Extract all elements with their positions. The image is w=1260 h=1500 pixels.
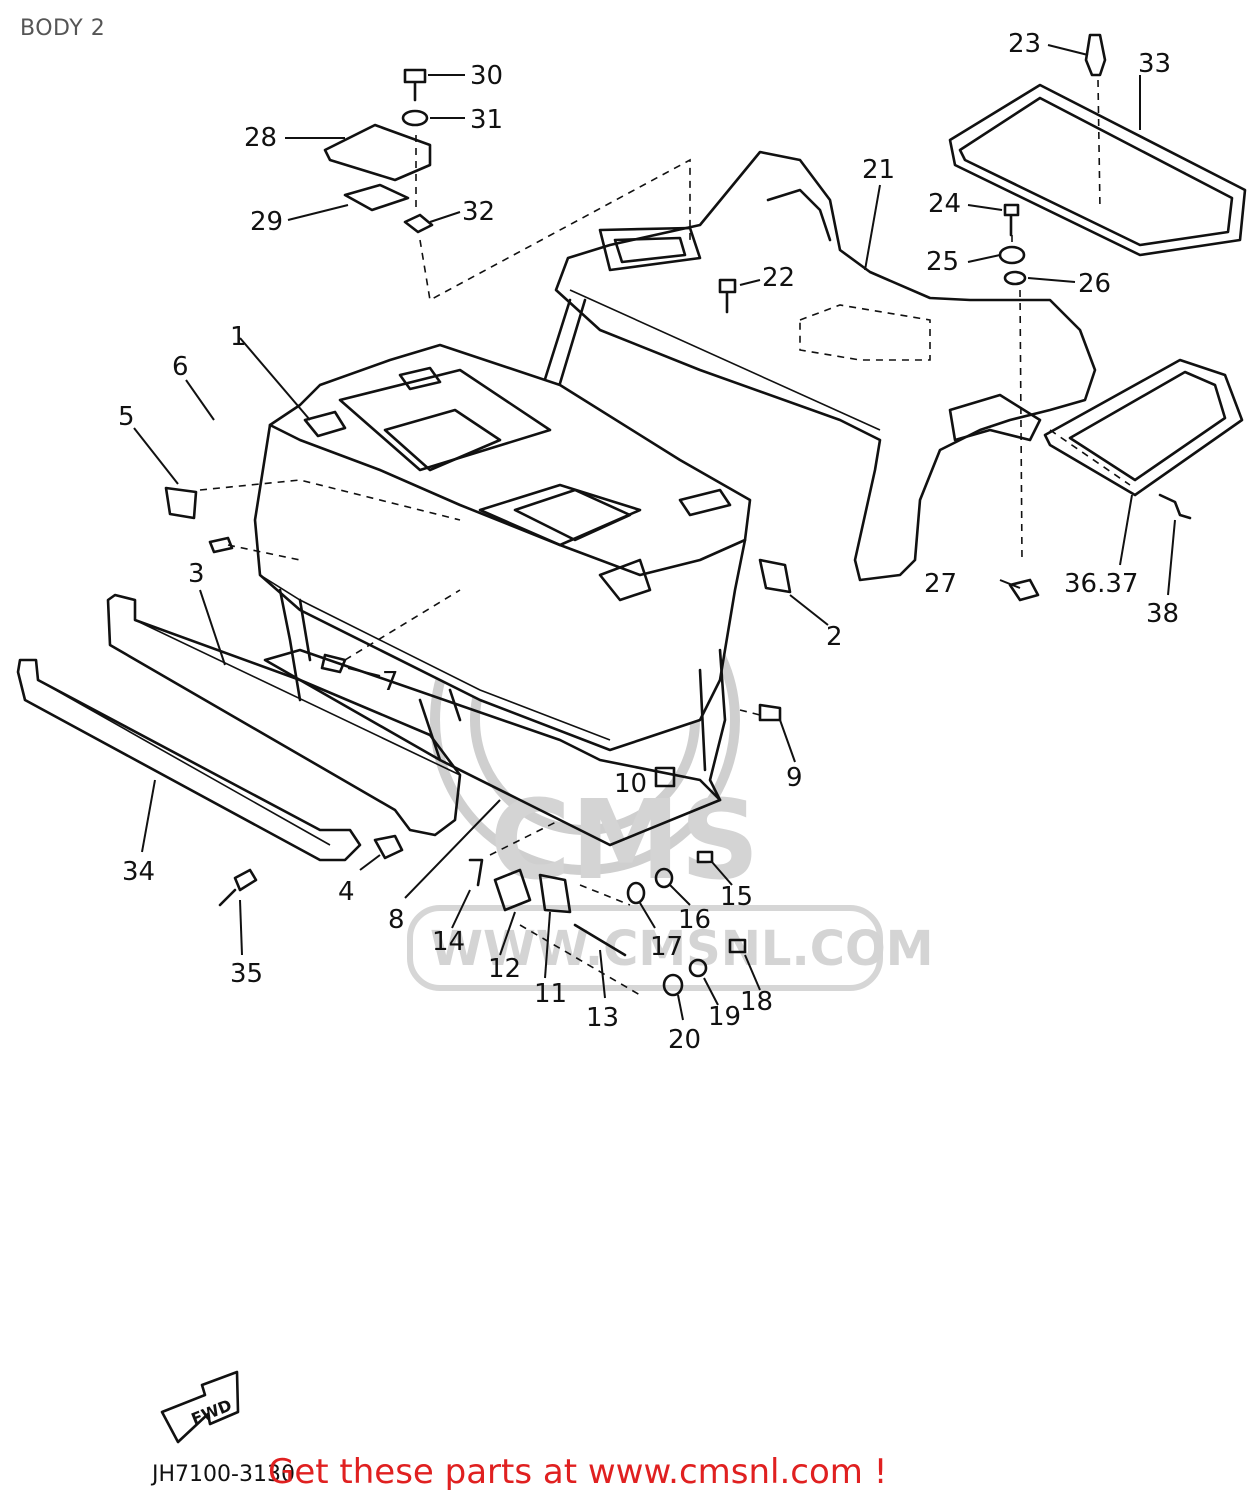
callout-12: 12 <box>488 954 521 984</box>
callout-10: 10 <box>614 769 647 799</box>
callout-26: 26 <box>1078 269 1111 299</box>
callout-21: 21 <box>862 155 895 185</box>
callout-22: 22 <box>762 263 795 293</box>
callout-11: 11 <box>534 979 567 1009</box>
page-title: BODY 2 <box>20 16 106 41</box>
rear-body-part <box>538 150 1097 582</box>
callout-7: 7 <box>382 667 399 697</box>
callout-30: 30 <box>470 61 503 91</box>
callout-32: 32 <box>462 197 495 227</box>
callout-14: 14 <box>432 927 465 957</box>
callout-4: 4 <box>338 877 355 907</box>
callout-38: 38 <box>1146 599 1179 629</box>
callout-16: 16 <box>678 905 711 935</box>
callout-35: 35 <box>230 959 263 989</box>
callout-24: 24 <box>928 189 961 219</box>
callout-23: 23 <box>1008 29 1041 59</box>
promo-link[interactable]: Get these parts at www.cmsnl.com ! <box>268 1452 888 1492</box>
callout-3: 3 <box>188 559 205 589</box>
side-panel-part <box>1043 358 1244 497</box>
hardware-parts <box>164 33 1192 997</box>
callout-13: 13 <box>586 1003 619 1033</box>
forward-direction-arrow: FWD <box>160 1370 240 1444</box>
callout-2: 2 <box>826 622 843 652</box>
callout-5: 5 <box>118 402 135 432</box>
callout-labels: 1 2 3 4 5 6 7 8 9 10 11 12 13 14 15 16 1… <box>118 29 1179 1055</box>
callout-28: 28 <box>244 123 277 153</box>
watermark-text: WWW.CMSNL.COM <box>430 921 934 977</box>
callout-20: 20 <box>668 1025 701 1055</box>
callout-27: 27 <box>924 569 957 599</box>
callout-31: 31 <box>470 105 503 135</box>
bumper-part <box>16 658 362 862</box>
callout-33: 33 <box>1138 49 1171 79</box>
callout-19: 19 <box>708 1002 741 1032</box>
front-rail-part <box>106 593 462 837</box>
guide-lines <box>199 79 1131 996</box>
callout-29: 29 <box>250 207 283 237</box>
callout-15: 15 <box>720 882 753 912</box>
callout-1: 1 <box>230 322 247 352</box>
callout-36-37: 36.37 <box>1064 569 1138 599</box>
callout-25: 25 <box>926 247 959 277</box>
callout-8: 8 <box>388 905 405 935</box>
callout-34: 34 <box>122 857 155 887</box>
diagram-code: JH7100-3130 <box>152 1462 295 1487</box>
callout-17: 17 <box>650 932 683 962</box>
callout-9: 9 <box>786 763 803 793</box>
front-body-part <box>253 343 752 847</box>
leader-lines <box>133 44 1176 1021</box>
callout-6: 6 <box>172 352 189 382</box>
lid-part <box>948 83 1247 257</box>
callout-18: 18 <box>740 987 773 1017</box>
